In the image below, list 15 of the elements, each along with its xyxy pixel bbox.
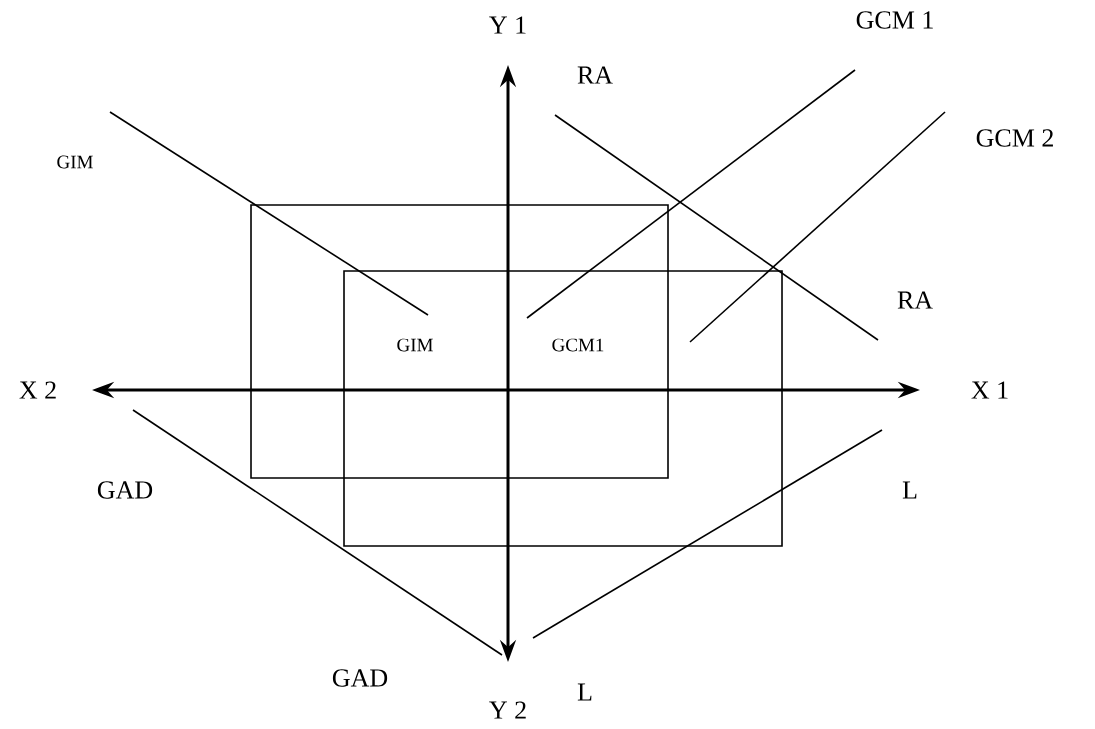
axis-label: L: [577, 683, 592, 701]
axis-label: Y 1: [489, 16, 526, 34]
axis-label: X 1: [971, 381, 1008, 399]
axis-label: RA: [577, 66, 613, 84]
axis-label: GCM 1: [856, 11, 933, 29]
axis-label: GCM 2: [976, 129, 1053, 147]
axis-label: GIM: [397, 338, 433, 352]
axis-label: GIM: [57, 155, 93, 169]
axis-label: GAD: [97, 481, 153, 499]
axis-label: X 2: [19, 381, 56, 399]
axis-label: Y 2: [489, 701, 526, 719]
axis-label: L: [902, 481, 917, 499]
axis-label: GAD: [332, 669, 388, 687]
axis-label: RA: [897, 291, 933, 309]
axis-label: GCM1: [552, 338, 604, 352]
